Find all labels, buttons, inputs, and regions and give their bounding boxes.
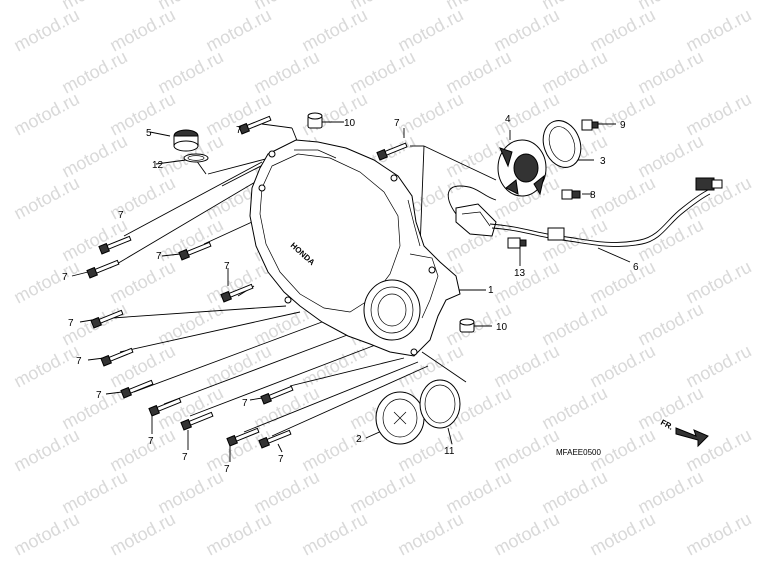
timing-hole-cap-2 (375, 391, 425, 445)
watermark-text: motod.ru (10, 173, 82, 224)
callout-6: 6 (633, 262, 639, 273)
callout-11: 11 (444, 446, 455, 457)
oil-filler-cap (173, 129, 199, 152)
dowel-pin-10-top (307, 112, 323, 129)
flange-bolts-7 (86, 115, 408, 449)
callout-7-b: 7 (394, 118, 400, 129)
callout-2: 2 (356, 434, 362, 445)
watermark-text: motod.ru (202, 509, 274, 560)
callout-7-a: 7 (236, 125, 242, 136)
bolt-13 (507, 237, 527, 249)
pulse-generator-6 (447, 177, 723, 247)
leader-lines (71, 121, 631, 462)
callout-1: 1 (488, 285, 494, 296)
diagram-code: MFAEE0500 (556, 448, 601, 457)
callout-7-j: 7 (148, 436, 154, 447)
front-direction-indicator: FR. (659, 418, 709, 448)
callout-7-h: 7 (76, 356, 82, 367)
callout-7-c: 7 (118, 210, 124, 221)
callout-12: 12 (152, 160, 164, 171)
callout-7-m: 7 (224, 464, 230, 475)
callout-7-d: 7 (62, 272, 68, 283)
watermark-text: motod.ru (10, 425, 82, 476)
callout-10-top: 10 (344, 118, 356, 129)
callout-3: 3 (600, 156, 606, 167)
callout-9: 9 (620, 120, 626, 131)
watermark-text: motod.ru (10, 89, 82, 140)
watermark-text: motod.ru (394, 509, 466, 560)
watermark-text: motod.ru (298, 509, 370, 560)
watermark-text: motod.ru (106, 509, 178, 560)
watermark-text: motod.ru (10, 509, 82, 560)
callout-4: 4 (505, 114, 511, 125)
watermark-text: motod.ru (682, 509, 754, 560)
callout-7-i: 7 (96, 390, 102, 401)
callout-7-l: 7 (242, 398, 248, 409)
watermark-text: motod.ru (10, 5, 82, 56)
pulse-rotor (497, 139, 547, 197)
watermark-text: motod.ru (10, 341, 82, 392)
bolt-9 (581, 119, 599, 131)
callout-7-k: 7 (182, 452, 188, 463)
callout-7-n: 7 (278, 454, 284, 465)
callout-labels: 1 2 3 4 5 6 7 7 7 7 7 7 7 7 7 7 7 7 7 7 … (62, 114, 639, 475)
watermark-text: motod.ru (586, 509, 658, 560)
o-ring-12 (183, 153, 209, 163)
front-direction-label: FR. (659, 418, 675, 432)
watermark-text: motod.ru (10, 257, 82, 308)
watermark-text: motod.ru (490, 509, 562, 560)
callout-13: 13 (514, 268, 526, 279)
dowel-pin-10-bottom (459, 318, 475, 333)
bolt-8 (561, 189, 581, 200)
callout-10-bottom: 10 (496, 322, 508, 333)
callout-8: 8 (590, 190, 596, 201)
o-ring-11 (419, 379, 461, 429)
callout-7-f: 7 (224, 261, 230, 272)
callout-7-g: 7 (68, 318, 74, 329)
right-crankcase-cover: HONDA (249, 139, 461, 357)
callout-7-e: 7 (156, 251, 162, 262)
pulse-cover-3 (542, 120, 582, 168)
callout-5: 5 (146, 128, 152, 139)
